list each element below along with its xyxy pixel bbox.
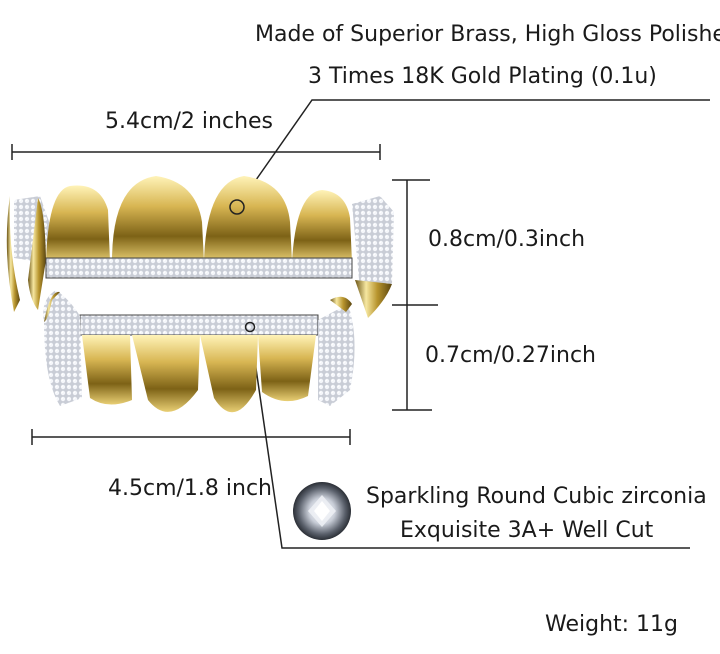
top-width-label: 5.4cm/2 inches	[105, 109, 274, 134]
zirconia-line-2: Exquisite 3A+ Well Cut	[400, 518, 654, 543]
bottom-width-label: 4.5cm/1.8 inch	[108, 476, 273, 501]
zirconia-gem-icon	[293, 482, 351, 540]
bottom-grill	[43, 290, 355, 413]
material-line-1: Made of Superior Brass, High Gloss Polis…	[255, 22, 720, 47]
material-line-2: 3 Times 18K Gold Plating (0.1u)	[308, 64, 657, 89]
dimension-lines	[11, 99, 710, 549]
top-height-label: 0.8cm/0.3inch	[428, 227, 586, 252]
top-grill	[6, 176, 394, 318]
weight-label: Weight: 11g	[545, 612, 679, 637]
zirconia-line-1: Sparkling Round Cubic zirconia	[366, 484, 707, 509]
bottom-height-label: 0.7cm/0.27inch	[425, 343, 597, 368]
